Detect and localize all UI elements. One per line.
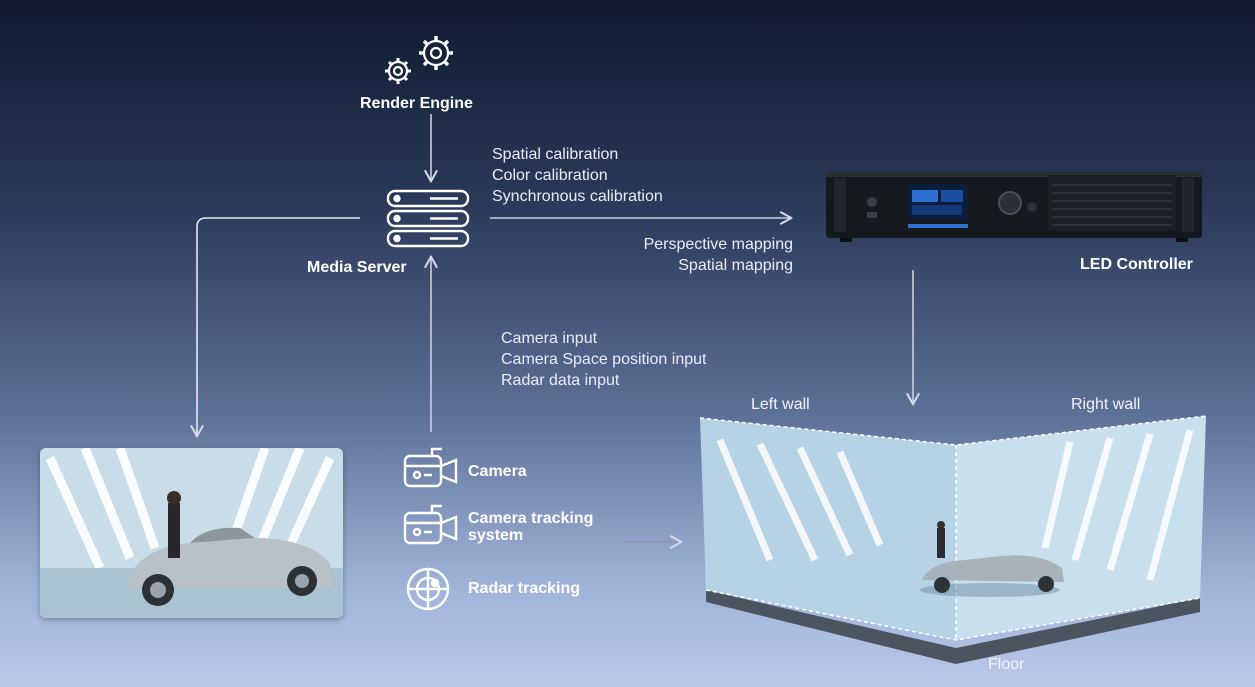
render-engine-label: Render Engine [360,95,473,112]
input-list: Camera input Camera Space position input… [501,328,706,391]
media-server-label: Media Server [307,259,407,276]
left-wall-label: Left wall [751,396,810,413]
mapping-item: Perspective mapping [643,236,793,253]
radar-icon [406,567,450,611]
tracking-label-camera: Camera [468,463,527,480]
composite-output-preview [40,448,343,618]
mapping-list: Perspective mapping Spatial mapping [580,234,793,276]
tracking-label-radar: Radar tracking [468,580,581,597]
input-item: Radar data input [501,372,620,389]
stage-car [920,521,1064,597]
calibration-item: Spatial calibration [492,146,619,163]
camera-icon [403,504,458,545]
input-item: Camera input [501,330,598,347]
tracking-icons [403,447,458,611]
mapping-item: Spatial mapping [678,257,793,274]
floor-label: Floor [988,656,1025,673]
led-stage [699,415,1207,664]
camera-icon [403,447,458,488]
right-wall-label: Right wall [1071,396,1141,413]
calibration-list: Spatial calibration Color calibration Sy… [492,144,663,207]
calibration-item: Color calibration [492,167,608,184]
gears-icon [385,36,453,84]
led-controller-device [826,172,1202,242]
tracking-label-camera-tracking: Camera tracking system [468,510,594,544]
input-item: Camera Space position input [501,351,707,368]
led-controller-label: LED Controller [1080,256,1193,273]
server-icon [386,189,470,248]
calibration-item: Synchronous calibration [492,188,663,205]
arrow-server-to-output [197,217,360,435]
